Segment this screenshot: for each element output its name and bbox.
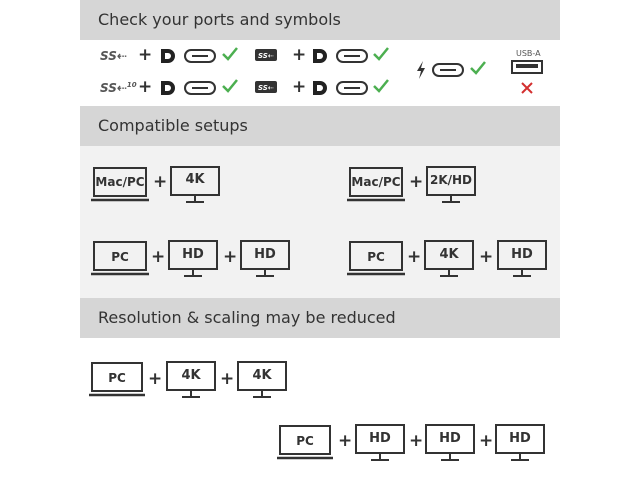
check-icon (373, 47, 389, 61)
reduced-section-header: Resolution & scaling may be reduced (80, 298, 560, 338)
plus-sign: + (223, 247, 238, 267)
laptop-label: Mac/PC (95, 175, 145, 189)
monitor-icon: HD (497, 240, 547, 278)
usb-a-label: USB-A (516, 49, 541, 58)
monitor-icon: HD (495, 424, 545, 462)
usb-c-port-icon (336, 49, 368, 63)
svg-text:SS⇠: SS⇠ (258, 84, 274, 92)
monitor-icon: 4K (237, 361, 287, 399)
monitor-icon: HD (240, 240, 290, 278)
laptop-label: PC (367, 250, 385, 264)
superspeed-usb-badge-icon: SS⇠ (255, 49, 277, 61)
plus-sign: + (479, 247, 494, 267)
laptop-icon: PC (277, 425, 333, 461)
check-icon (373, 79, 389, 93)
displayport-icon (313, 81, 327, 95)
superspeed-usb-icon: SS⇠ (100, 49, 127, 63)
plus-sign: + (148, 369, 163, 389)
gen2-superscript: 10 (126, 81, 137, 89)
laptop-icon: Mac/PC (91, 167, 149, 203)
compatible-section-title: Compatible setups (98, 116, 248, 135)
monitor-icon: HD (355, 424, 405, 462)
displayport-icon (161, 81, 175, 95)
monitor-label: HD (254, 247, 276, 262)
displayport-icon (161, 49, 175, 63)
laptop-label: PC (296, 434, 314, 448)
ports-area: SS⇠ + SS⇠ + SS⇠10 + SS⇠ + USB-A (80, 40, 560, 106)
monitor-label: 4K (185, 172, 205, 187)
superspeed-usb-badge-icon: SS⇠ (255, 81, 277, 93)
plus-sign: + (151, 247, 166, 267)
monitor-label: HD (182, 247, 204, 262)
plus-sign: + (220, 369, 235, 389)
thunderbolt-icon (417, 61, 425, 79)
monitor-label: HD (439, 431, 461, 446)
monitor-label: 4K (181, 368, 201, 383)
compatible-section-header: Compatible setups (80, 106, 560, 146)
check-icon (222, 79, 238, 93)
monitor-icon: HD (168, 240, 218, 278)
usb-c-port-icon (336, 81, 368, 95)
laptop-icon: Mac/PC (347, 167, 405, 203)
monitor-label: HD (509, 431, 531, 446)
svg-text:SS⇠: SS⇠ (258, 52, 274, 60)
plus-sign: + (407, 247, 422, 267)
reduced-section-title: Resolution & scaling may be reduced (98, 308, 396, 327)
monitor-label: 4K (252, 368, 272, 383)
plus-sign: + (292, 77, 307, 97)
monitor-icon: 2K/HD (426, 166, 476, 204)
monitor-icon: HD (425, 424, 475, 462)
laptop-label: Mac/PC (351, 175, 401, 189)
laptop-icon: PC (347, 241, 405, 277)
plus-sign: + (338, 431, 353, 451)
usb-c-port-icon (184, 49, 216, 63)
laptop-label: PC (111, 250, 129, 264)
monitor-label: 2K/HD (429, 173, 473, 187)
monitor-icon: 4K (166, 361, 216, 399)
monitor-icon: 4K (170, 166, 220, 204)
cross-icon (521, 82, 533, 94)
monitor-label: HD (511, 247, 533, 262)
monitor-label: HD (369, 431, 391, 446)
plus-sign: + (153, 172, 168, 192)
plus-sign: + (409, 431, 424, 451)
usb-c-port-icon (184, 81, 216, 95)
superspeed-usb-10-icon: SS⇠10 (100, 81, 137, 95)
plus-sign: + (409, 172, 424, 192)
plus-sign: + (479, 431, 494, 451)
monitor-label: 4K (439, 247, 459, 262)
usb-a-port-icon (511, 60, 543, 74)
check-icon (222, 47, 238, 61)
usb-c-port-icon (432, 63, 464, 77)
ports-section-title: Check your ports and symbols (98, 10, 341, 29)
displayport-icon (313, 49, 327, 63)
laptop-icon: PC (89, 362, 145, 398)
reduced-setups-area (80, 338, 560, 480)
plus-sign: + (138, 77, 153, 97)
laptop-label: PC (108, 371, 126, 385)
plus-sign: + (292, 45, 307, 65)
check-icon (470, 61, 486, 75)
ports-section-header: Check your ports and symbols (80, 0, 560, 40)
monitor-icon: 4K (424, 240, 474, 278)
plus-sign: + (138, 45, 153, 65)
laptop-icon: PC (91, 241, 149, 277)
